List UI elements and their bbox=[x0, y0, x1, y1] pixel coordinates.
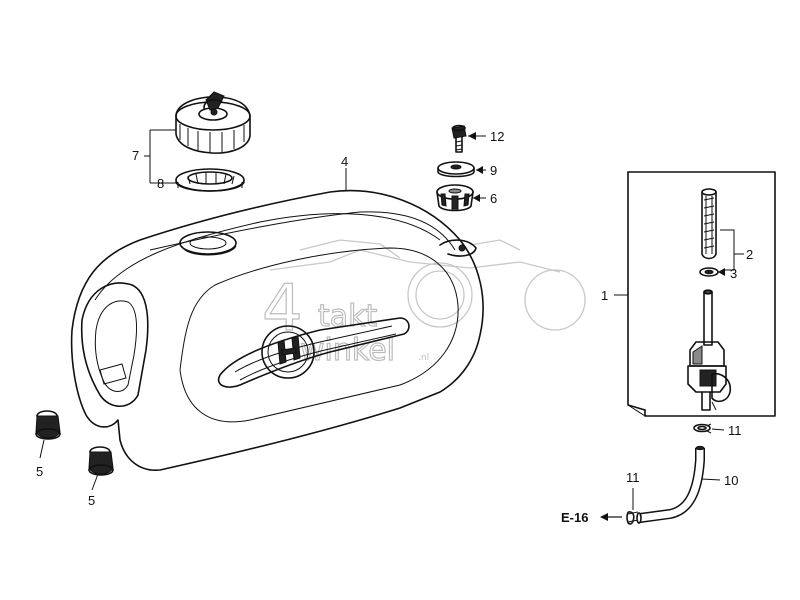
arrow-ref-icon bbox=[600, 513, 608, 521]
fuel-cap bbox=[175, 91, 251, 154]
fuel-hose bbox=[636, 445, 705, 524]
callout-11-upper: 11 bbox=[728, 423, 742, 438]
callout-7: 7 bbox=[132, 148, 139, 163]
callout-8: 8 bbox=[157, 176, 164, 191]
callout-12: 12 bbox=[490, 129, 504, 144]
hose-clip-lower bbox=[626, 511, 639, 525]
callout-11-lower: 11 bbox=[626, 470, 640, 485]
bolt bbox=[451, 124, 467, 153]
fuel-cock-assembly bbox=[627, 171, 776, 417]
callout-5-left: 5 bbox=[36, 464, 43, 479]
callout-6: 6 bbox=[490, 191, 497, 206]
arrow-marks bbox=[468, 132, 725, 521]
arrow-3-icon bbox=[718, 268, 725, 276]
reference-e16: E-16 bbox=[561, 510, 588, 525]
hose-clip-upper bbox=[693, 423, 712, 434]
arrow-12-icon bbox=[468, 132, 476, 140]
callout-9: 9 bbox=[490, 163, 497, 178]
arrow-6-icon bbox=[473, 194, 480, 202]
callout-5-right: 5 bbox=[88, 493, 95, 508]
callout-1: 1 bbox=[601, 288, 608, 303]
watermark-suffix: .nl bbox=[418, 353, 429, 363]
washer bbox=[437, 161, 475, 178]
callout-2: 2 bbox=[746, 247, 753, 262]
fuel-valve bbox=[687, 289, 732, 411]
grommet-right bbox=[88, 446, 114, 476]
fuel-tank bbox=[70, 189, 484, 471]
watermark-word-winkel: winkel bbox=[300, 333, 395, 368]
tank-emblem bbox=[217, 317, 410, 388]
callout-3: 3 bbox=[730, 266, 737, 281]
strainer-screen bbox=[701, 188, 717, 260]
cap-gasket bbox=[175, 168, 245, 192]
callout-labels: 7 8 4 12 9 6 1 2 3 11 10 11 5 5 E-16 bbox=[36, 129, 753, 525]
callout-10: 10 bbox=[724, 473, 738, 488]
watermark-motorcycle-icon bbox=[269, 239, 586, 331]
grommet-left bbox=[35, 410, 61, 440]
rubber-mount bbox=[436, 184, 474, 212]
arrow-9-icon bbox=[476, 166, 483, 174]
watermark: 4 takt winkel .nl bbox=[261, 239, 586, 369]
o-ring bbox=[699, 267, 719, 277]
callout-4: 4 bbox=[341, 154, 348, 169]
